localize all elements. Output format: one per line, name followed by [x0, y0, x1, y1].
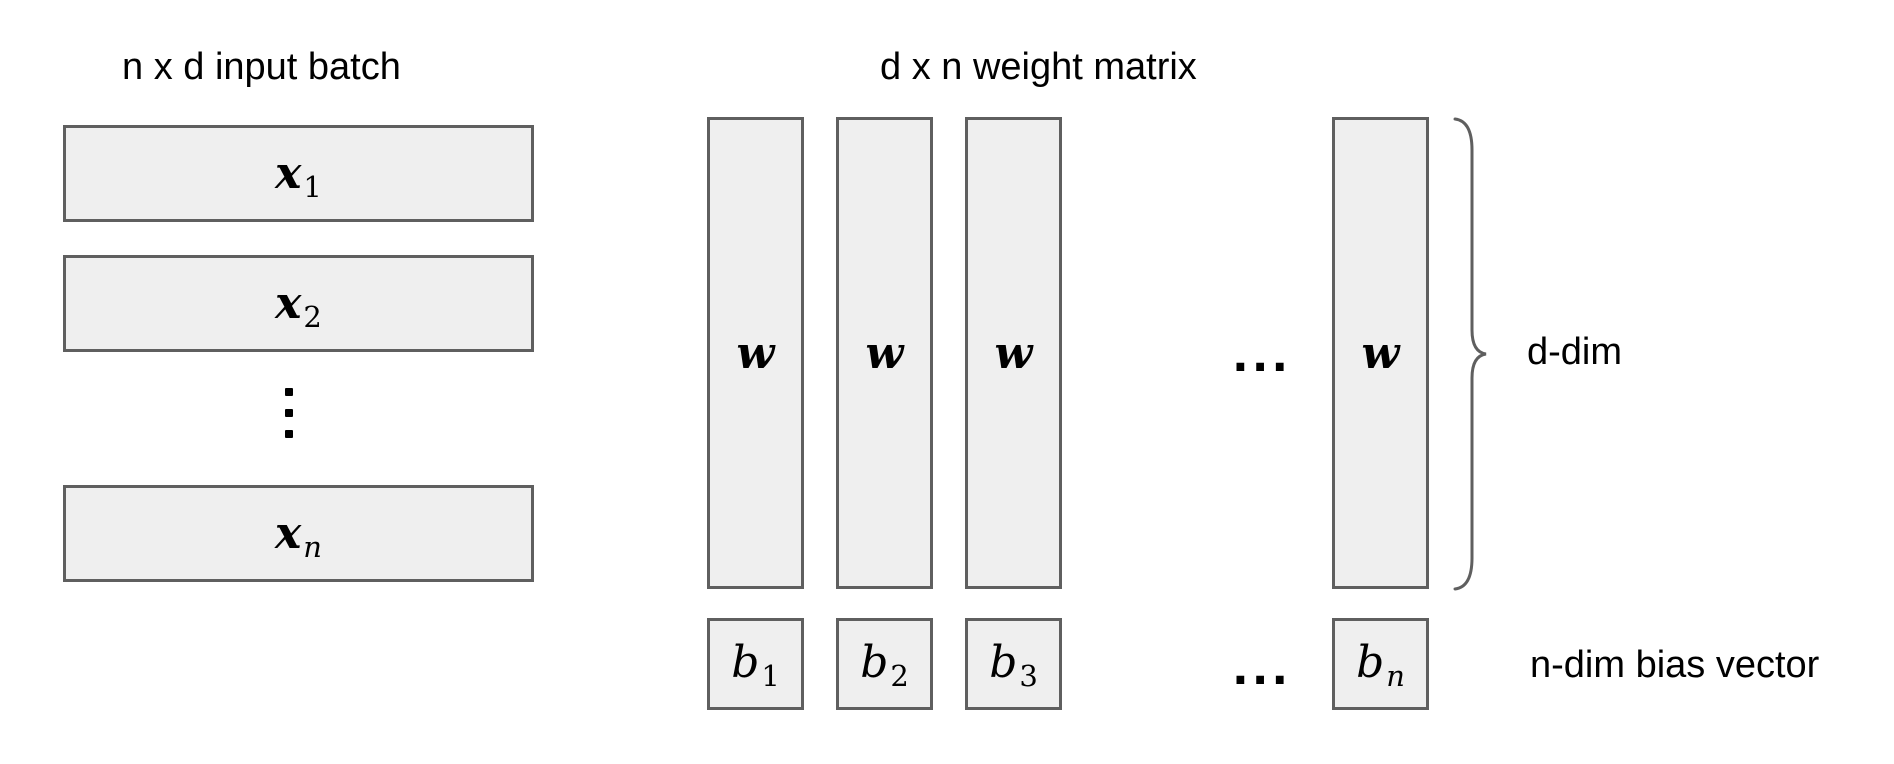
vertical-ellipsis-dot — [285, 388, 293, 396]
bias-cell-1-subscript: 1 — [761, 659, 780, 693]
vertical-ellipsis — [285, 388, 295, 451]
weight-column-3: w — [965, 117, 1062, 589]
input-row-xn: xn — [63, 485, 534, 582]
vertical-ellipsis-dot — [285, 430, 293, 438]
bias-cell-n-symbol: b — [1356, 637, 1385, 688]
bias-cell-2-symbol: b — [860, 637, 889, 688]
input-row-xn-symbol: x — [275, 508, 302, 559]
bias-cell-2: b2 — [836, 618, 933, 710]
input-row-x1-subscript: 1 — [303, 170, 322, 204]
bias-cell-2-subscript: 2 — [890, 659, 909, 693]
bias-cell-3-symbol: b — [989, 637, 1018, 688]
weight-matrix-label: d x n weight matrix — [880, 46, 1197, 88]
weight-ellipsis: ... — [1232, 331, 1292, 382]
bias-cell-3-subscript: 3 — [1019, 659, 1038, 693]
weight-column-1-symbol: w — [736, 328, 775, 379]
weight-column-1-math: w — [710, 328, 801, 379]
d-dim-brace-path — [1453, 117, 1487, 591]
bias-cell-2-math: b2 — [839, 637, 930, 693]
input-row-xn-math: xn — [66, 508, 531, 564]
bias-cell-3-math: b3 — [968, 637, 1059, 693]
weight-column-2: w — [836, 117, 933, 589]
bias-cell-n: bn — [1332, 618, 1429, 710]
weight-column-n: w — [1332, 117, 1429, 589]
bias-ellipsis: ... — [1232, 644, 1292, 695]
weight-column-n-symbol: w — [1361, 328, 1400, 379]
input-row-x1-symbol: x — [275, 148, 302, 199]
weight-column-2-symbol: w — [865, 328, 904, 379]
input-row-x2: x2 — [63, 255, 534, 352]
bias-cell-3: b3 — [965, 618, 1062, 710]
input-row-x1-math: x1 — [66, 148, 531, 204]
weight-column-3-math: w — [968, 328, 1059, 379]
input-row-x2-symbol: x — [275, 278, 302, 329]
bias-vector-label: n-dim bias vector — [1530, 644, 1820, 686]
input-row-x1: x1 — [63, 125, 534, 222]
bias-cell-n-subscript: n — [1386, 659, 1405, 693]
weight-column-1: w — [707, 117, 804, 589]
weight-column-3-symbol: w — [994, 328, 1033, 379]
weight-column-2-math: w — [839, 328, 930, 379]
input-row-xn-subscript: n — [303, 530, 322, 564]
bias-cell-1-math: b1 — [710, 637, 801, 693]
vertical-ellipsis-dot — [285, 409, 293, 417]
weight-column-n-math: w — [1335, 328, 1426, 379]
input-batch-label: n x d input batch — [122, 46, 401, 88]
input-row-x2-math: x2 — [66, 278, 531, 334]
bias-cell-1-symbol: b — [731, 637, 760, 688]
d-dim-label: d-dim — [1527, 331, 1623, 373]
bias-cell-n-math: bn — [1335, 637, 1426, 693]
bias-cell-1: b1 — [707, 618, 804, 710]
input-row-x2-subscript: 2 — [303, 300, 322, 334]
